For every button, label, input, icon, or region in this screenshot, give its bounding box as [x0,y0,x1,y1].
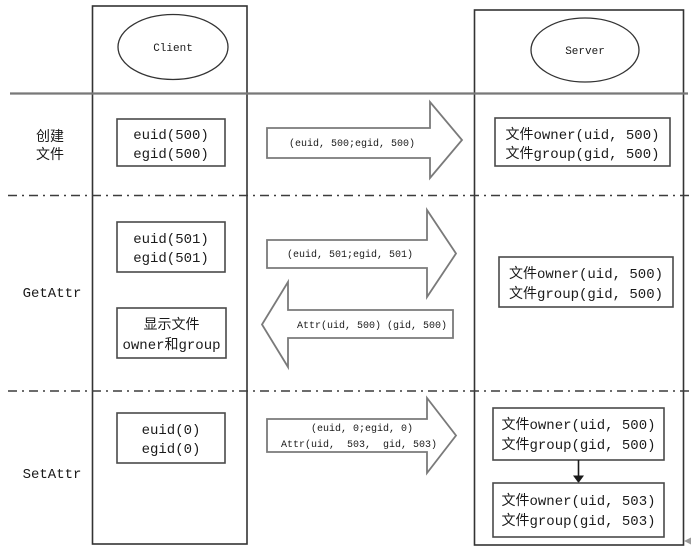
getattr-request-arrow-label: (euid, 501;egid, 501) [287,249,413,261]
create-server-file-attrs-box [494,117,671,167]
getattr-request-arrow [266,207,458,300]
getattr-server-file-attrs-box [498,256,674,308]
corner-mark [684,537,691,545]
getattr-client-egid: egid(501) [133,251,209,267]
getattr-response-arrow-label: Attr(uid, 500) (gid, 500) [297,320,447,332]
row-label-setattr: SetAttr [23,467,82,483]
getattr-server-owner: 文件owner(uid, 500) [509,266,663,283]
setattr-server-owner-after: 文件owner(uid, 503) [501,493,655,510]
row-label-getattr: GetAttr [23,286,82,302]
getattr-result-box [116,307,227,359]
server-column [473,9,685,546]
client-node-label: Client [153,43,193,55]
setattr-request-arrow-label-line1: (euid, 0;egid, 0) [311,423,413,435]
setattr-server-group-before: 文件group(gid, 500) [501,437,655,454]
getattr-result-line1: 显示文件 [144,317,200,334]
row-label-create-file-line1: 创建 [36,129,64,146]
create-server-group: 文件group(gid, 500) [505,146,659,163]
setattr-server-file-attrs-after-box [492,482,665,538]
row-getattr: GetAttr euid(501) egid(501) (euid, 501;e… [23,207,674,371]
row-setattr: SetAttr euid(0) egid(0) (euid, 0;egid, 0… [23,395,665,538]
server-node-label: Server [565,46,605,58]
create-server-owner: 文件owner(uid, 500) [505,127,659,144]
getattr-client-credentials-box [116,221,226,273]
client-column [91,5,248,545]
getattr-response-arrow [260,278,454,371]
attrs-update-arrow-icon [573,460,584,483]
client-node-ellipse [117,13,229,81]
setattr-client-euid: euid(0) [142,423,201,439]
getattr-server-group: 文件group(gid, 500) [509,286,663,303]
create-client-euid: euid(500) [133,128,209,144]
setattr-request-arrow-label-line2: Attr(uid, 503, gid, 503) [281,439,437,451]
setattr-server-group-after: 文件group(gid, 503) [501,513,655,530]
getattr-result-line2: owner和group [122,337,220,354]
server-node-ellipse [530,17,640,83]
setattr-client-egid: egid(0) [142,442,201,458]
create-client-egid: egid(500) [133,147,209,163]
setattr-request-arrow [266,395,458,476]
row-label-create-file-line2: 文件 [36,147,64,164]
create-client-credentials-box [116,118,226,167]
row-create-file: 创建 文件 euid(500) egid(500) (euid, 500;egi… [36,99,671,181]
create-request-arrow [266,99,464,181]
setattr-client-credentials-box [116,412,226,464]
create-request-arrow-label: (euid, 500;egid, 500) [289,138,415,150]
getattr-client-euid: euid(501) [133,232,209,248]
setattr-server-owner-before: 文件owner(uid, 500) [501,417,655,434]
